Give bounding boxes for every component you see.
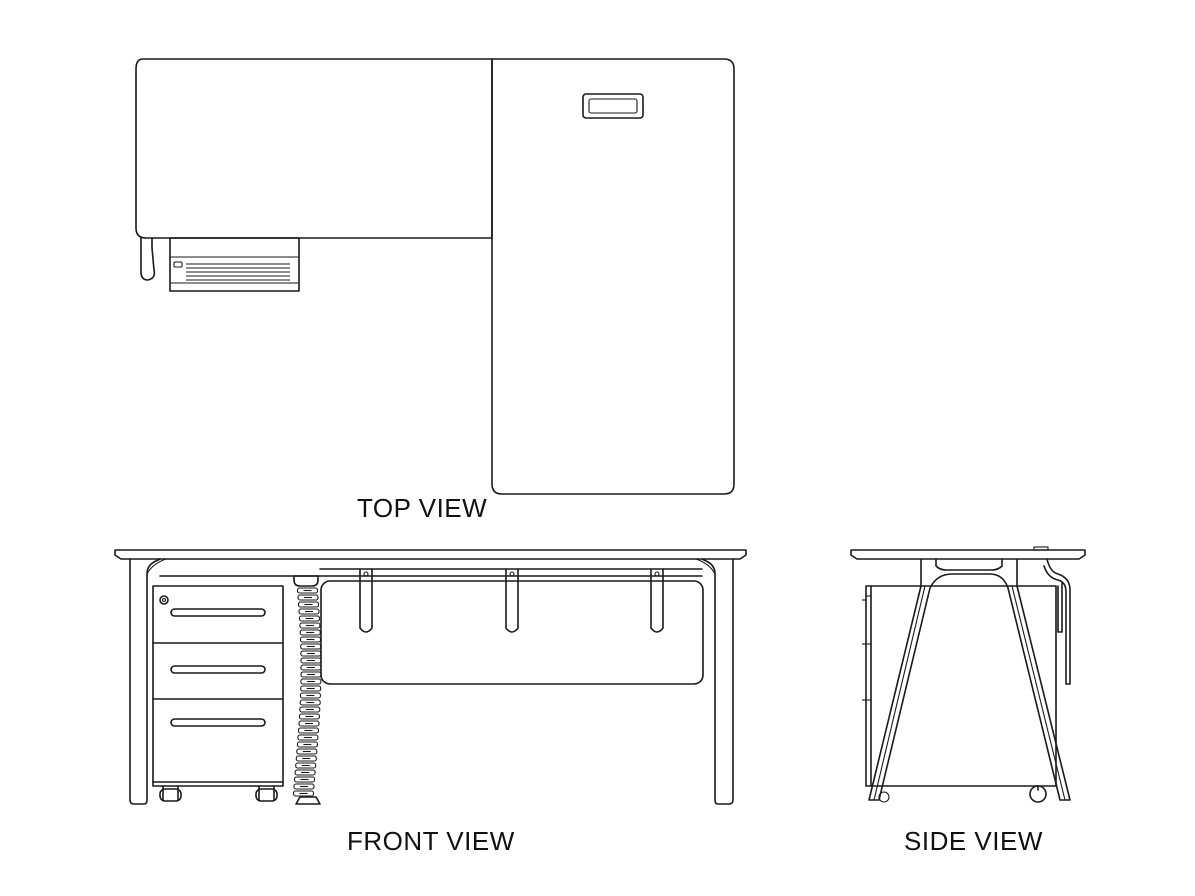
- cable-spine-segment: [292, 790, 315, 797]
- cable-spine-segment: [295, 755, 317, 762]
- top-return-surface: [491, 58, 735, 495]
- cable-spine-segment: [293, 783, 315, 790]
- front-cable-spine: [292, 575, 322, 805]
- cable-spine-segment: [299, 706, 321, 713]
- caster-right: [258, 785, 275, 801]
- cable-spine-segment: [298, 608, 320, 615]
- side-view-drawing: [850, 546, 1086, 803]
- cable-spine-segment: [299, 622, 321, 629]
- front-view-label: FRONT VIEW: [347, 826, 515, 856]
- cable-spine-segment: [300, 685, 322, 692]
- front-left-leg: [129, 558, 161, 805]
- side-pedestal: [865, 585, 1057, 787]
- cable-spine-segment: [296, 748, 318, 755]
- top-pedestal: [169, 237, 300, 292]
- cable-spine-segment: [299, 699, 321, 706]
- pedestal-lock: [159, 595, 169, 605]
- cable-spine-segment: [298, 615, 321, 622]
- cable-spine-segment: [295, 762, 317, 769]
- cable-spine-segment: [300, 650, 322, 657]
- top-cable-grommet-inner: [588, 98, 638, 114]
- top-cable-hook: [140, 237, 156, 281]
- top-cable-grommet: [582, 93, 644, 119]
- front-right-leg: [701, 558, 734, 805]
- cable-spine-segment: [298, 720, 320, 727]
- cable-spine-segment: [296, 587, 319, 594]
- cable-spine-segment: [296, 741, 318, 748]
- side-cable-hook: [1043, 558, 1071, 685]
- drawer-handle-1: [170, 608, 266, 617]
- cable-spine-segment: [297, 734, 319, 741]
- drawer-handle-2: [170, 665, 266, 674]
- cable-spine-segment: [298, 713, 320, 720]
- front-bracket-right: [650, 568, 664, 633]
- cable-spine-segment: [300, 664, 322, 671]
- top-view-label: TOP VIEW: [357, 493, 488, 523]
- front-bracket-left: [359, 568, 373, 633]
- cable-spine-segment: [300, 671, 322, 678]
- cable-spine-segment: [300, 643, 322, 650]
- front-bracket-middle: [505, 568, 519, 633]
- cable-spine-segment: [297, 727, 320, 734]
- front-pedestal: [152, 585, 284, 802]
- side-a-frame-leg: [868, 558, 1071, 801]
- cable-spine-segment: [300, 678, 322, 685]
- cable-spine-segment: [299, 629, 321, 636]
- front-modesty-panel: [320, 580, 704, 685]
- top-desk-surface: [135, 58, 493, 239]
- cable-spine-segment: [293, 776, 316, 783]
- front-desktop: [114, 549, 747, 560]
- cable-spine-segment: [297, 594, 319, 601]
- cable-spine-segment: [299, 636, 322, 643]
- side-view-label: SIDE VIEW: [904, 826, 1043, 856]
- cable-spine-segment: [294, 769, 316, 776]
- caster-left: [162, 785, 179, 801]
- cable-spine-segment: [300, 657, 322, 664]
- drawer-handle-3: [170, 718, 266, 727]
- side-desktop: [850, 549, 1086, 560]
- top-view-drawing: [135, 58, 735, 495]
- cable-spine-segment: [297, 601, 320, 608]
- cable-spine-segment: [299, 692, 321, 699]
- front-view-drawing: [114, 549, 747, 805]
